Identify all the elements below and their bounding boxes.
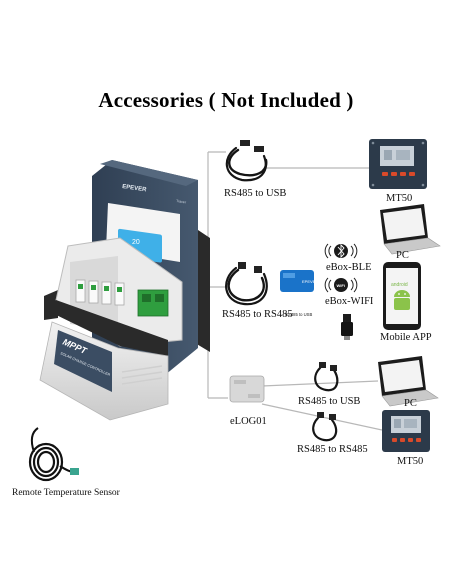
label-pc-top: PC xyxy=(396,250,409,261)
cable-icon-rs485-rs485-mid xyxy=(225,262,268,306)
cable-icon-rs485-rs485-bottom xyxy=(312,412,338,442)
vent-slots xyxy=(121,365,163,385)
cable-icon-rs485-usb-bottom xyxy=(314,362,339,392)
mppt-label-panel xyxy=(54,330,112,392)
label-elog: eLOG01 xyxy=(230,416,267,427)
page-title: Accessories ( Not Included ) xyxy=(98,88,354,112)
heatsink-fin xyxy=(195,228,210,352)
label-rs485-rs485-bottom: RS485 to RS485 xyxy=(297,444,368,455)
usb-otg-adapter-icon xyxy=(341,314,353,340)
terminal-blocks xyxy=(75,279,125,306)
terminal-green-caps xyxy=(78,284,122,292)
label-ebox-ble: eBox-BLE xyxy=(326,262,372,273)
svg-text:EPEVER: EPEVER xyxy=(302,279,318,284)
adapter-label: RS485 to USB xyxy=(285,312,312,317)
svg-text:WiFi: WiFi xyxy=(337,283,345,288)
label-pc-bottom: PC xyxy=(404,398,417,409)
label-ebox-wifi: eBox-WIFI xyxy=(325,296,374,307)
laptop-icon-bottom xyxy=(378,356,439,407)
svg-text:android: android xyxy=(391,282,408,288)
label-mobile-app: Mobile APP xyxy=(380,332,432,343)
rs485-port xyxy=(137,289,169,317)
label-rs485-rs485-mid: RS485 to RS485 xyxy=(222,309,293,320)
datalogger-icon xyxy=(229,375,265,403)
bluetooth-icon xyxy=(324,243,358,259)
label-mt50-top: MT50 xyxy=(386,193,413,204)
label-mt50-bottom: MT50 xyxy=(397,456,424,467)
ebox-adapter: EPEVER xyxy=(280,270,318,292)
mt50-meter-icon-bottom xyxy=(382,410,430,452)
laptop-icon-top xyxy=(380,204,441,255)
base-rail xyxy=(46,300,168,356)
cable-icon-rs485-usb-top xyxy=(225,140,268,182)
mt50-meter-icon-top xyxy=(369,139,427,189)
label-rs485-usb-bottom: RS485 to USB xyxy=(298,396,361,407)
brand-logo: EPEVER xyxy=(122,184,148,193)
wifi-icon: WiFi xyxy=(324,277,358,293)
android-icon-phone: android xyxy=(383,262,421,330)
elog-to-pc xyxy=(261,380,379,387)
label-remote-sensor: Remote Temperature Sensor xyxy=(12,488,120,498)
lcd-value: 20 xyxy=(132,239,140,246)
label-rs485-usb-top: RS485 to USB xyxy=(224,188,287,199)
temperature-sensor-icon xyxy=(28,427,79,482)
charge-controller: 20 EPEVER Tracer SELECT ENTER MPPT SOLAR… xyxy=(39,160,210,421)
svg-text:Tracer: Tracer xyxy=(176,199,187,204)
